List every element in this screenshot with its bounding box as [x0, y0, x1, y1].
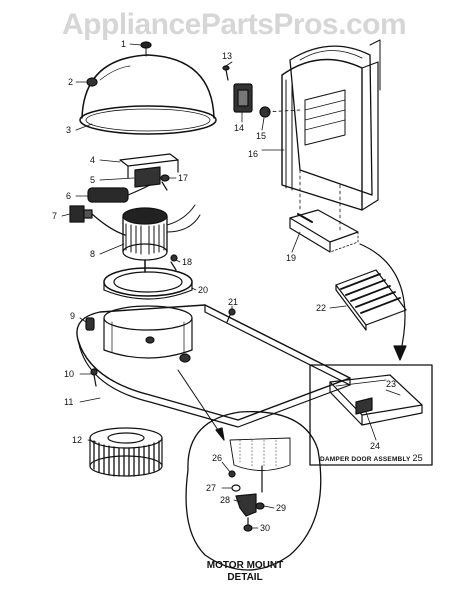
- callout-1: 1: [121, 39, 127, 49]
- callout-23: 23: [386, 379, 397, 389]
- inset-title: DAMPER DOOR ASSEMBLY 25: [320, 453, 423, 463]
- pointer-arrow: [359, 243, 407, 361]
- detail-pointer: [177, 369, 225, 441]
- detail-title: MOTOR MOUNT DETAIL: [200, 560, 290, 584]
- screw: [170, 254, 178, 271]
- damper-door-inset: [309, 364, 433, 466]
- callout-25: 25: [412, 453, 423, 463]
- callout-9: 9: [70, 311, 76, 321]
- blower-wheel: [89, 427, 163, 477]
- callout-27: 27: [206, 483, 217, 493]
- knob: [140, 41, 152, 57]
- callout-11: 11: [64, 397, 74, 407]
- callout-7: 7: [52, 211, 58, 221]
- callout-28: 28: [220, 495, 231, 505]
- detail-title-line2: DETAIL: [227, 572, 263, 583]
- duct-housing: [281, 39, 381, 211]
- inset-title-text: DAMPER DOOR ASSEMBLY: [320, 456, 411, 463]
- callout-26: 26: [212, 453, 223, 463]
- callout-5: 5: [90, 175, 96, 185]
- capacitor: [87, 184, 151, 203]
- motor: [122, 204, 201, 273]
- callout-3: 3: [66, 125, 72, 135]
- callout-2: 2: [68, 77, 74, 87]
- clip: [85, 317, 95, 331]
- watermark-text: AppliancePartsPros.com: [62, 8, 407, 41]
- motor-bracket: [119, 153, 179, 188]
- callout-10: 10: [64, 369, 75, 379]
- callout-29: 29: [276, 503, 287, 513]
- screw: [160, 174, 170, 191]
- fan-housing: [103, 305, 193, 363]
- dome-cover: [79, 54, 217, 135]
- screw: [226, 308, 236, 323]
- callout-17: 17: [178, 173, 189, 183]
- leader-lines: [61, 43, 401, 529]
- callout-18: 18: [182, 257, 193, 267]
- base-plate: [76, 304, 351, 428]
- callout-19: 19: [286, 253, 297, 263]
- detail-title-line1: MOTOR MOUNT: [206, 560, 284, 571]
- screw: [222, 65, 230, 81]
- motor-mount-detail: [185, 411, 322, 571]
- grille: [335, 269, 407, 331]
- callout-4: 4: [90, 155, 96, 165]
- wire-connector: [69, 205, 126, 236]
- damper-frame: [289, 209, 359, 253]
- callout-24: 24: [370, 441, 381, 451]
- callout-8: 8: [90, 249, 96, 259]
- callout-21: 21: [228, 297, 239, 307]
- callout-14: 14: [234, 123, 245, 133]
- callout-15: 15: [256, 131, 267, 141]
- guide-lines: [264, 109, 341, 231]
- callout-16: 16: [248, 149, 259, 159]
- callout-12: 12: [72, 435, 83, 445]
- callout-6: 6: [66, 191, 72, 201]
- callout-22: 22: [316, 303, 327, 313]
- nut: [86, 77, 98, 87]
- damper-bracket: [233, 83, 253, 113]
- mounting-ring: [103, 267, 193, 300]
- callout-30: 30: [260, 523, 271, 533]
- screw: [90, 368, 98, 387]
- callout-13: 13: [222, 51, 233, 61]
- callout-20: 20: [198, 285, 209, 295]
